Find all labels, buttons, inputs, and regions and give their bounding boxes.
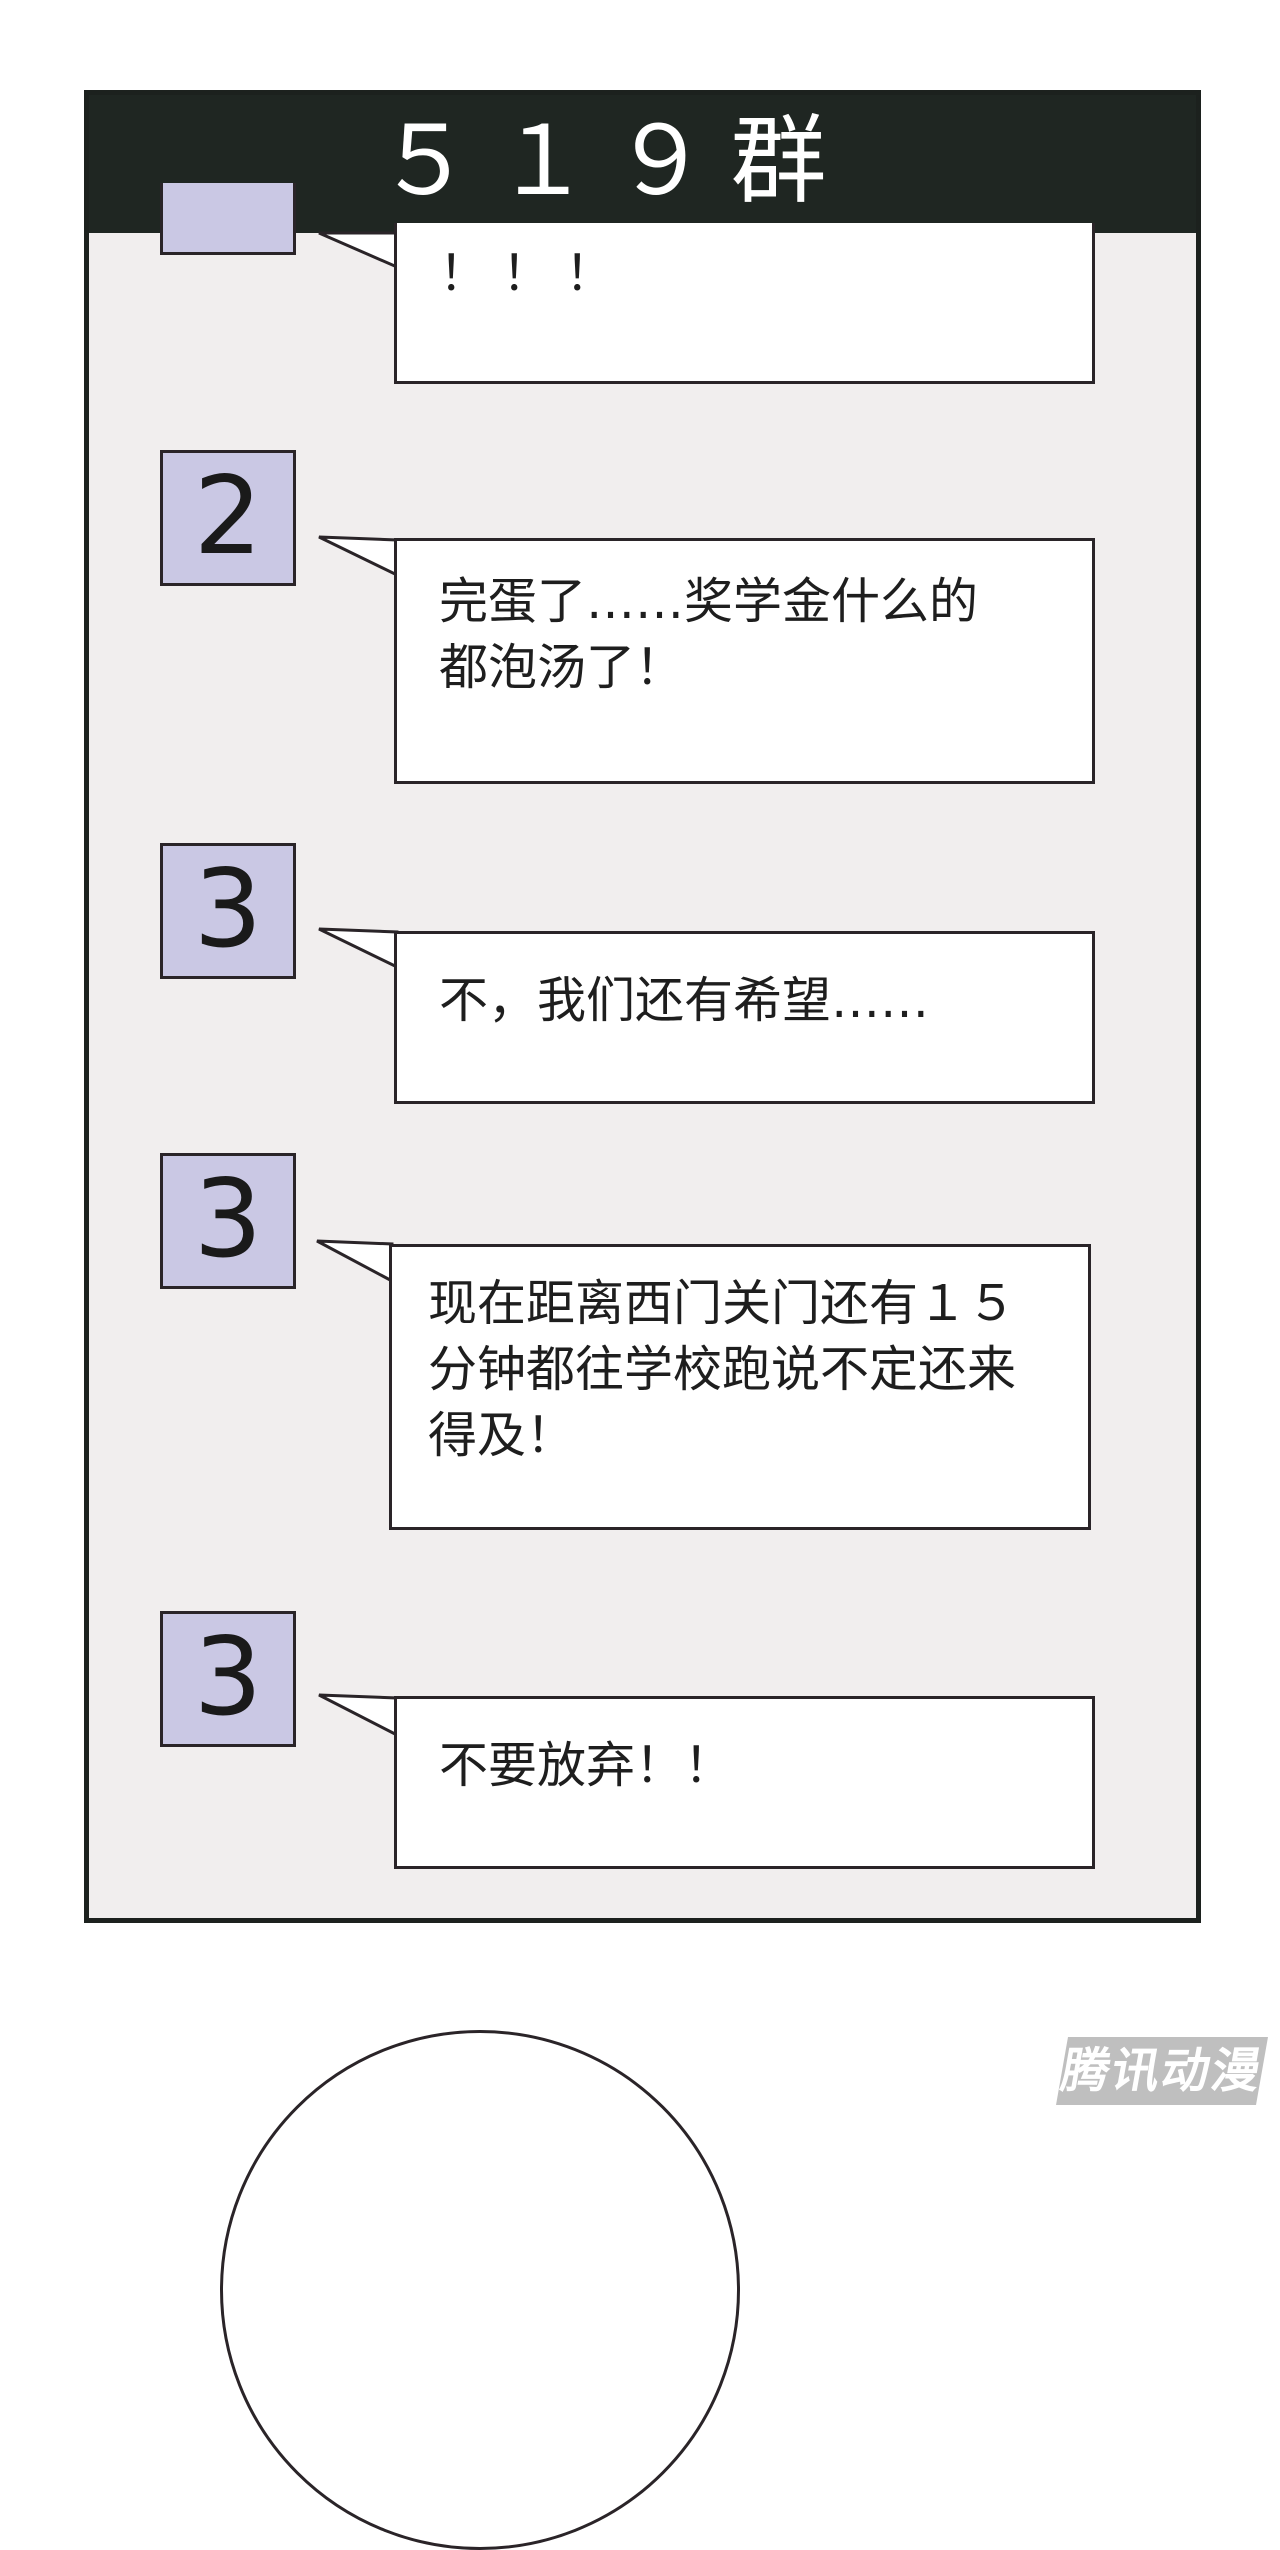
avatar[interactable]: 3 [160,843,296,979]
message-bubble[interactable]: 不，我们还有希望…… [394,931,1095,1104]
bubble-tail [316,1239,394,1284]
next-panel-outline [220,2030,740,2550]
bubble-tail [318,927,399,970]
message-text: ！！！ [439,245,629,302]
message-text: 现在距离西门关门还有１５ 分钟都往学校跑说不定还来 得及！ [428,1275,1017,1464]
watermark-logo: 腾讯动漫 [1056,2037,1268,2105]
avatar[interactable]: 3 [160,1153,296,1289]
bubble-tail [318,231,399,270]
message-text: 不，我们还有希望…… [439,972,930,1029]
message-bubble[interactable]: 完蛋了……奖学金什么的 都泡汤了！ [394,538,1095,784]
message-bubble[interactable]: ！！！ [394,223,1095,384]
bubble-tail [318,535,399,578]
avatar[interactable]: 3 [160,1611,296,1747]
message-bubble[interactable]: 现在距离西门关门还有１５ 分钟都往学校跑说不定还来 得及！ [389,1244,1091,1530]
message-bubble[interactable]: 不要放弃！！ [394,1696,1095,1869]
message-text: 不要放弃！！ [439,1737,734,1794]
group-title: ５１９群 [376,105,849,217]
chat-window: ５１９群 ！！！ 2 完蛋了……奖学金什么的 都泡汤了！ 3 不，我们还有希望…… [84,90,1201,1923]
bubble-tail [318,1693,399,1738]
message-text: 完蛋了……奖学金什么的 都泡汤了！ [439,573,979,696]
avatar[interactable] [160,183,296,255]
avatar[interactable]: 2 [160,450,296,586]
